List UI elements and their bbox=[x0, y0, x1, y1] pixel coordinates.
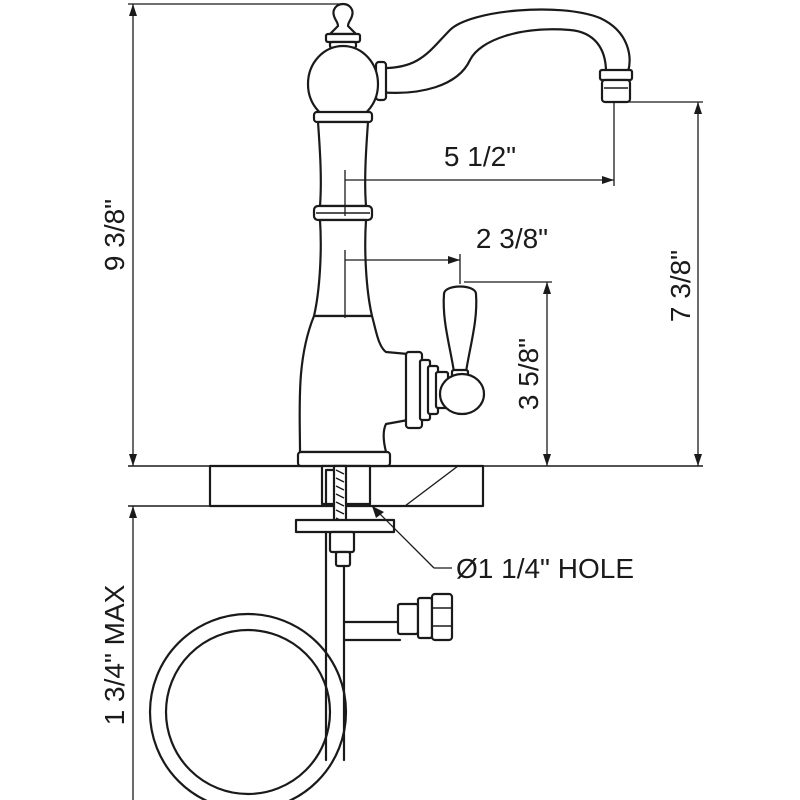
hole-diameter-callout: Ø1 1/4" HOLE bbox=[371, 505, 634, 584]
faucet-base-body bbox=[298, 314, 410, 454]
faucet bbox=[148, 2, 634, 800]
spout-height-dimension: 7 3/8" bbox=[614, 101, 703, 466]
spout-reach-label: 5 1/2" bbox=[444, 141, 516, 172]
overall-height-dimension: 9 3/8" bbox=[99, 3, 340, 466]
spout-collar bbox=[598, 68, 634, 82]
countertop-break-line bbox=[404, 465, 459, 507]
faucet-upper-column bbox=[316, 120, 370, 208]
finial bbox=[328, 2, 358, 36]
spout-aerator bbox=[600, 78, 632, 104]
faucet-base-plate bbox=[296, 450, 392, 468]
faucet-ball bbox=[306, 44, 380, 124]
supply-line-elbow bbox=[342, 620, 402, 642]
supply-connector-nut bbox=[416, 596, 434, 640]
mounting-nut bbox=[328, 530, 356, 554]
handle-reach-label: 2 3/8" bbox=[476, 223, 548, 254]
handle-height-label: 3 5/8" bbox=[513, 338, 544, 410]
spout-reach-dimension: 5 1/2" bbox=[344, 102, 615, 216]
countertop-section bbox=[128, 464, 703, 508]
faucet-lower-column bbox=[312, 218, 374, 318]
spout-height-label: 7 3/8" bbox=[665, 250, 696, 322]
deck-thickness-label: 1 3/4" MAX bbox=[99, 584, 130, 725]
faucet-spout bbox=[376, 8, 631, 94]
hose-coil-outer bbox=[148, 612, 348, 800]
handle-height-dimension: 3 5/8" bbox=[464, 281, 552, 466]
lever-handle bbox=[442, 285, 478, 374]
deck-thickness-dimension: 1 3/4" MAX bbox=[99, 506, 137, 800]
overall-height-label: 9 3/8" bbox=[99, 199, 130, 271]
handle-knob bbox=[438, 372, 486, 416]
mounting-washer bbox=[294, 518, 396, 534]
hole-diameter-label: Ø1 1/4" HOLE bbox=[456, 553, 634, 584]
handle-reach-dimension: 2 3/8" bbox=[344, 223, 548, 318]
hose-coil-inner bbox=[164, 628, 332, 796]
